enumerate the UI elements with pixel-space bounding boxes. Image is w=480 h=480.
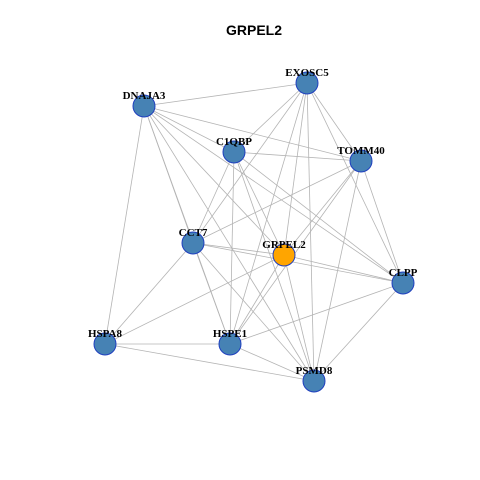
edge-dnaja3-c1qbp bbox=[143, 105, 235, 153]
node-label-tomm40: TOMM40 bbox=[337, 145, 385, 157]
node-c1qbp[interactable] bbox=[222, 140, 246, 164]
edge-cct7-psmd8 bbox=[192, 242, 315, 382]
node-psmd8[interactable] bbox=[302, 369, 326, 393]
edge-dnaja3-clpp bbox=[143, 105, 404, 284]
node-layer bbox=[93, 71, 415, 393]
edge-exosc5-tomm40 bbox=[306, 82, 362, 162]
node-hspa8[interactable] bbox=[93, 332, 117, 356]
edge-exosc5-c1qbp bbox=[233, 82, 308, 153]
edge-clpp-hspe1 bbox=[229, 282, 404, 345]
node-tomm40[interactable] bbox=[349, 149, 373, 173]
node-clpp[interactable] bbox=[391, 271, 415, 295]
edge-dnaja3-hspa8 bbox=[104, 105, 145, 345]
edge-c1qbp-grpel2 bbox=[233, 151, 285, 256]
node-label-grpel2: GRPEL2 bbox=[262, 239, 306, 251]
edge-layer bbox=[104, 82, 404, 382]
diagram-title: GRPEL2 bbox=[226, 22, 282, 38]
edge-cct7-hspe1 bbox=[192, 242, 231, 345]
edge-c1qbp-clpp bbox=[233, 151, 404, 284]
node-label-hspe1: HSPE1 bbox=[213, 328, 247, 340]
edge-tomm40-hspe1 bbox=[229, 160, 362, 345]
edge-hspa8-psmd8 bbox=[104, 343, 315, 382]
edge-c1qbp-tomm40 bbox=[233, 151, 362, 162]
node-label-psmd8: PSMD8 bbox=[296, 365, 333, 377]
edge-clpp-psmd8 bbox=[313, 282, 404, 382]
edge-exosc5-grpel2 bbox=[283, 82, 308, 256]
node-label-exosc5: EXOSC5 bbox=[285, 67, 329, 79]
edge-dnaja3-exosc5 bbox=[143, 82, 308, 107]
edge-exosc5-clpp bbox=[306, 82, 404, 284]
node-grpel2[interactable] bbox=[272, 243, 296, 267]
node-hspe1[interactable] bbox=[218, 332, 242, 356]
edge-tomm40-clpp bbox=[360, 160, 404, 284]
node-dnaja3[interactable] bbox=[132, 94, 156, 118]
edge-cct7-hspa8 bbox=[104, 242, 194, 345]
node-label-cct7: CCT7 bbox=[179, 227, 208, 239]
edge-tomm40-cct7 bbox=[192, 160, 362, 244]
node-label-c1qbp: C1QBP bbox=[216, 136, 252, 148]
edge-dnaja3-tomm40 bbox=[143, 105, 362, 162]
edge-grpel2-psmd8 bbox=[283, 254, 315, 382]
edge-c1qbp-psmd8 bbox=[233, 151, 315, 382]
node-cct7[interactable] bbox=[181, 231, 205, 255]
edge-cct7-grpel2 bbox=[192, 242, 285, 256]
edge-grpel2-clpp bbox=[283, 254, 404, 284]
edge-grpel2-hspa8 bbox=[104, 254, 285, 345]
edge-c1qbp-cct7 bbox=[192, 151, 235, 244]
edge-exosc5-hspe1 bbox=[229, 82, 308, 345]
edge-exosc5-cct7 bbox=[192, 82, 308, 244]
node-label-hspa8: HSPA8 bbox=[88, 328, 123, 340]
edge-tomm40-grpel2 bbox=[283, 160, 362, 256]
node-exosc5[interactable] bbox=[295, 71, 319, 95]
edge-hspe1-psmd8 bbox=[229, 343, 315, 382]
node-label-clpp: CLPP bbox=[389, 267, 418, 279]
edge-dnaja3-grpel2 bbox=[143, 105, 285, 256]
edge-grpel2-hspe1 bbox=[229, 254, 285, 345]
node-label-dnaja3: DNAJA3 bbox=[123, 90, 166, 102]
edge-tomm40-psmd8 bbox=[313, 160, 362, 382]
edge-dnaja3-psmd8 bbox=[143, 105, 315, 382]
edge-cct7-clpp bbox=[192, 242, 404, 284]
